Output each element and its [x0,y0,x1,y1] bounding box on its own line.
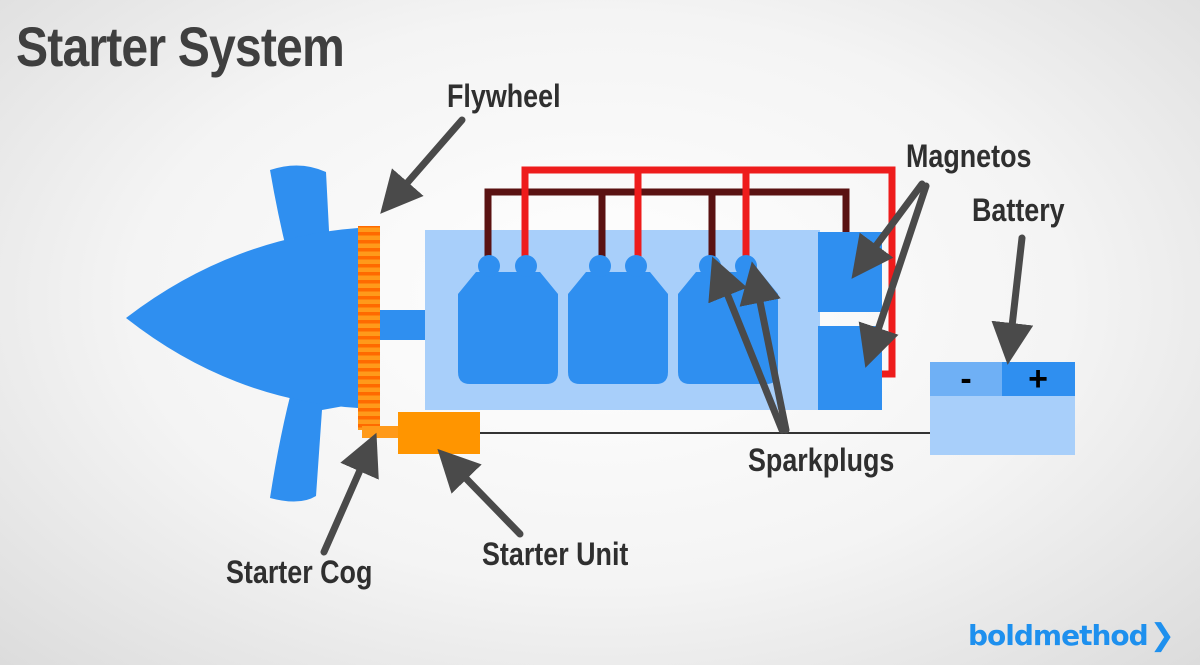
sparkplug [735,255,757,277]
cylinder-2 [568,272,668,384]
brand-logo: boldmethod❯ [968,618,1175,653]
chevron-right-icon: ❯ [1149,618,1175,653]
magnetos-arrow-upper [851,180,926,279]
sparkplug [515,255,537,277]
propeller [126,165,358,502]
sparkplug [478,255,500,277]
brand-name: boldmethod [968,619,1149,652]
battery-positive-terminal [1002,362,1075,396]
battery-label: Battery [972,192,1065,228]
propeller-spinner [126,228,358,408]
red-ignition-wires [521,166,896,378]
battery-body [930,395,1075,455]
starter-unit-arrow [437,448,524,538]
cylinder-1 [458,272,558,384]
flywheel-label: Flywheel [447,78,561,114]
sparkplug [625,255,647,277]
sparkplug [589,255,611,277]
sparkplugs-arrow-left [708,256,786,434]
page-title: Starter System [16,15,345,78]
dark-ignition-wires [484,188,850,262]
starter-cog-arrow [320,432,379,556]
magnetos-arrow-lower [858,182,930,368]
sparkplugs-arrow-right [739,261,790,434]
battery-arrow [991,234,1034,365]
sparkplugs-label: Sparkplugs [748,442,895,478]
magnetos-label: Magnetos [906,138,1032,174]
flywheel-arrow [380,116,466,214]
starter-unit-label: Starter Unit [482,536,629,572]
callout-arrows [320,116,1034,556]
battery-negative-sign: - [960,360,971,398]
magneto-upper [818,232,882,312]
battery-positive-sign: + [1028,360,1048,398]
starter-cog-label: Starter Cog [226,554,373,590]
starter-unit [398,412,480,454]
battery: - + [930,360,1075,455]
cylinders [458,272,778,384]
battery-negative-terminal [930,362,1002,396]
flywheel [358,226,380,430]
